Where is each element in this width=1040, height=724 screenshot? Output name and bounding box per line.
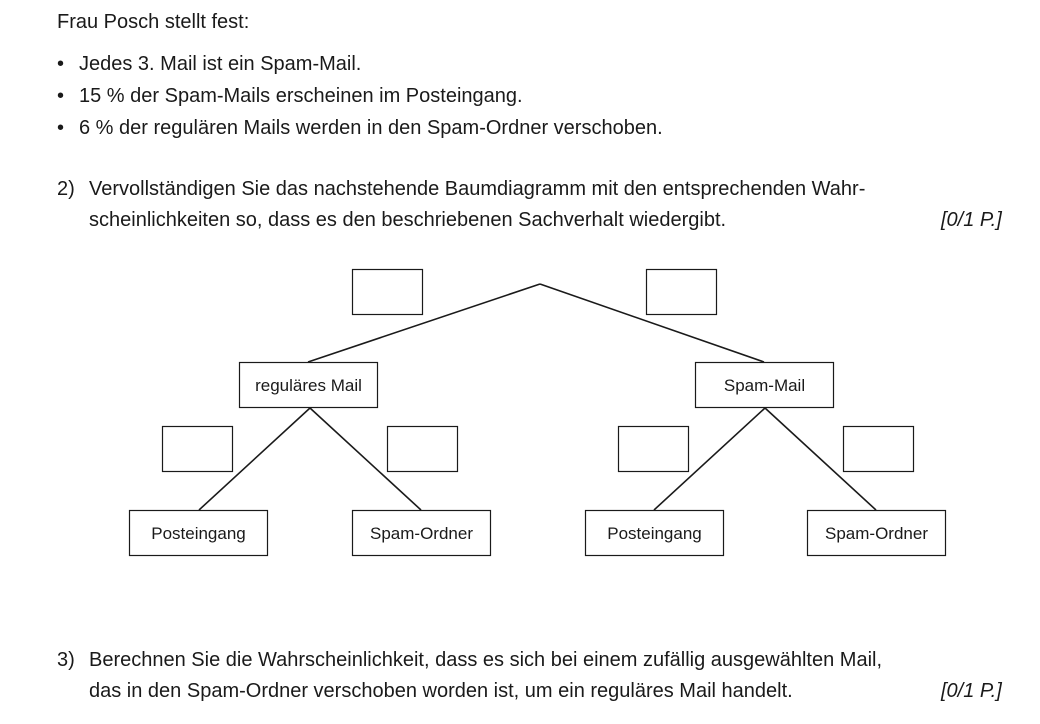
branch-regular-inbox — [198, 407, 311, 511]
task2-text-line1: Vervollständigen Sie das nachstehende Ba… — [89, 178, 866, 200]
branch-spam-inbox — [653, 407, 766, 511]
task3-number: 3) — [57, 649, 75, 671]
node-spam-mail-label: Spam-Mail — [724, 376, 805, 395]
task2-text-line2: scheinlichkeiten so, dass es den beschri… — [89, 209, 727, 231]
node-spam-inbox-box — [584, 509, 725, 557]
bullet-marker: • — [57, 85, 65, 107]
node-spam-mail-box — [694, 361, 835, 409]
probability-box-regular-inbox[interactable] — [161, 425, 234, 473]
task3-text-line2: das in den Spam-Ordner verschoben worden… — [89, 680, 793, 702]
node-regular-inbox-box — [128, 509, 269, 557]
branch-root-spam — [539, 283, 765, 363]
branch-spam-spamfolder — [764, 407, 877, 511]
node-spam-inbox-label: Posteingang — [607, 524, 702, 543]
bullet-marker: • — [57, 53, 65, 75]
probability-box-spam-inbox[interactable] — [617, 425, 690, 473]
branch-root-regular — [307, 283, 541, 363]
bullet-text: 6 % der regulären Mails werden in den Sp… — [79, 117, 663, 139]
bullet-text: Jedes 3. Mail ist ein Spam-Mail. — [79, 53, 362, 75]
node-regular-inbox-label: Posteingang — [151, 524, 246, 543]
probability-box-spam-spamfolder[interactable] — [842, 425, 915, 473]
task2-points: [0/1 P.] — [941, 209, 1002, 231]
probability-box-spam[interactable] — [645, 268, 718, 316]
task2-number: 2) — [57, 178, 75, 200]
node-regular-mail-label: reguläres Mail — [255, 376, 362, 395]
node-spam-spamfolder-label: Spam-Ordner — [825, 524, 928, 543]
node-regular-mail-box — [238, 361, 379, 409]
bullet-text: 15 % der Spam-Mails erscheinen im Postei… — [79, 85, 523, 107]
node-regular-spamfolder-label: Spam-Ordner — [370, 524, 473, 543]
task3-points: [0/1 P.] — [941, 680, 1002, 702]
bullet-marker: • — [57, 117, 65, 139]
task3-text-line1: Berechnen Sie die Wahrscheinlichkeit, da… — [89, 649, 883, 671]
probability-box-regular[interactable] — [351, 268, 424, 316]
probability-box-regular-spamfolder[interactable] — [386, 425, 459, 473]
intro-text: Frau Posch stellt fest: — [57, 11, 250, 33]
node-spam-spamfolder-box — [806, 509, 947, 557]
node-regular-spamfolder-box — [351, 509, 492, 557]
branch-regular-spamfolder — [309, 407, 422, 511]
